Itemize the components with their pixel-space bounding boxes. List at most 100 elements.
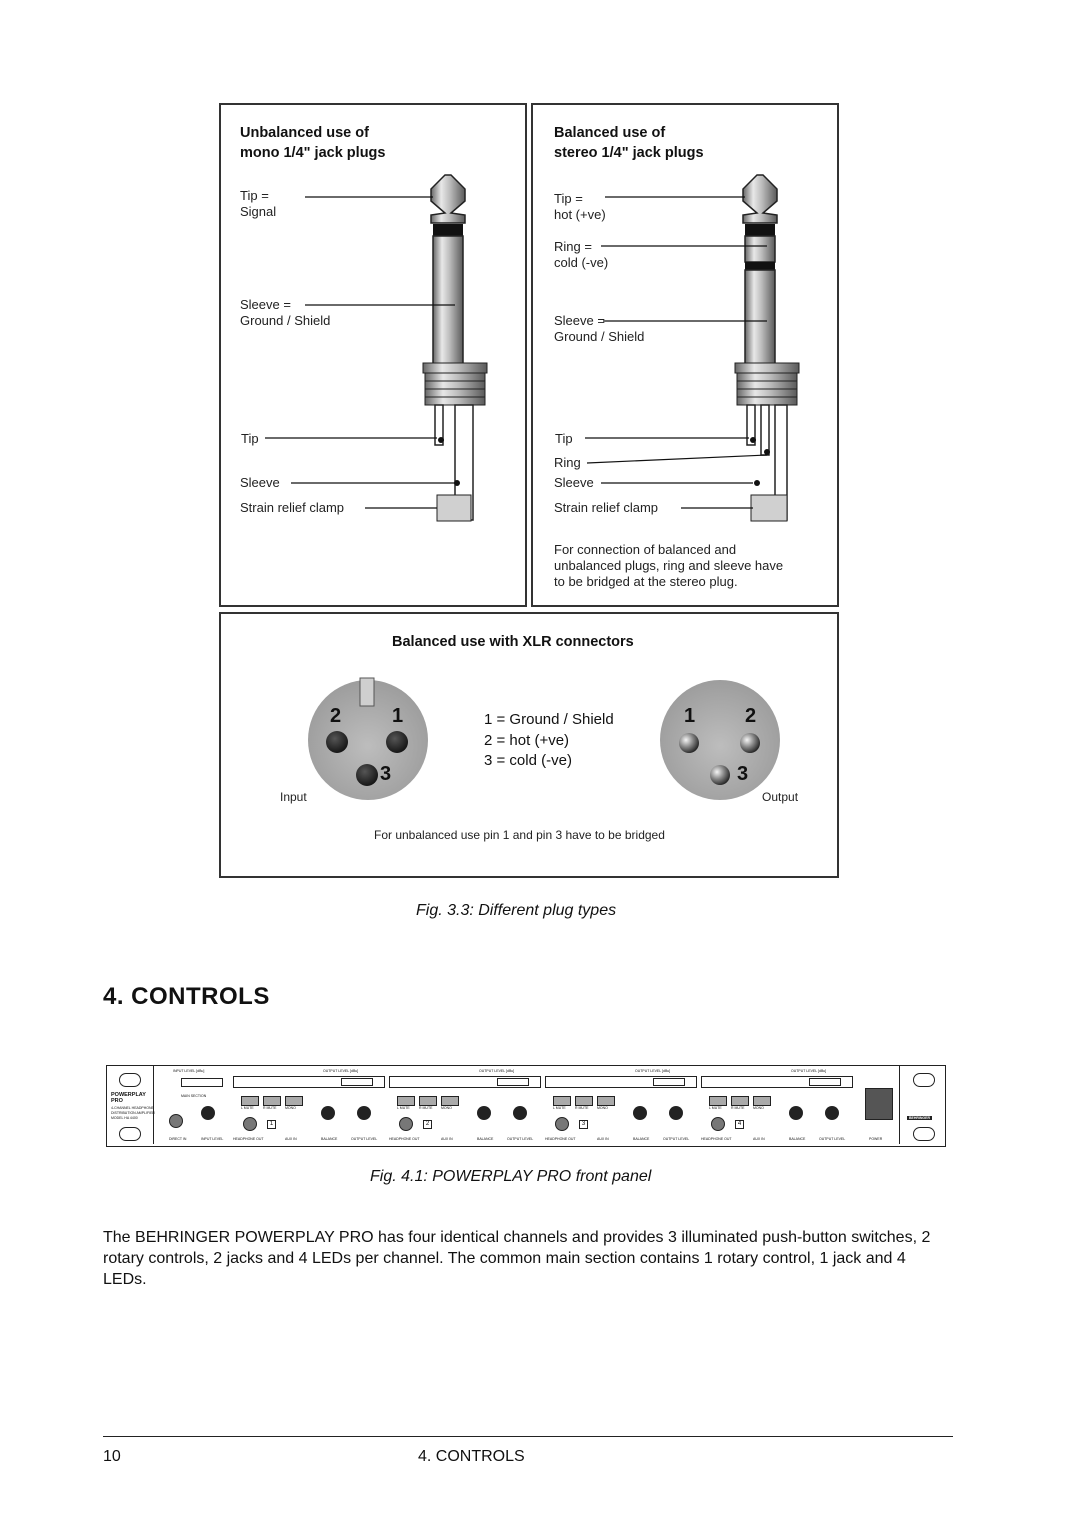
channel-bottom-label: OUTPUT LEVEL bbox=[663, 1137, 690, 1141]
footer-rule bbox=[103, 1436, 953, 1437]
output-level-label: OUTPUT LEVEL [dBu] bbox=[323, 1069, 359, 1073]
xlr-output-connector bbox=[660, 680, 780, 800]
channel-bottom-label: BALANCE bbox=[477, 1137, 494, 1141]
mono-tip-label: Tip = Signal bbox=[240, 188, 277, 219]
output-level-knob[interactable] bbox=[825, 1106, 839, 1120]
channel-push-button[interactable] bbox=[397, 1096, 415, 1106]
channel-bottom-label: OUTPUT LEVEL bbox=[819, 1137, 846, 1141]
channel-button-label: MONO bbox=[441, 1106, 452, 1110]
output-level-knob[interactable] bbox=[513, 1106, 527, 1120]
model-name: 4-CHANNEL HEADPHONE DISTRIBUTION AMPLIFI… bbox=[111, 1106, 155, 1120]
channel-bottom-label: OUTPUT LEVEL bbox=[507, 1137, 534, 1141]
channel-button-label: L MUTE bbox=[709, 1106, 722, 1110]
direct-in-jack[interactable] bbox=[169, 1114, 183, 1128]
main-input-level-label: INPUT LEVEL bbox=[201, 1137, 224, 1141]
rack-hole-icon bbox=[913, 1127, 935, 1141]
power-label: POWER bbox=[869, 1137, 883, 1141]
channel-push-button[interactable] bbox=[241, 1096, 259, 1106]
channel-push-button[interactable] bbox=[753, 1096, 771, 1106]
stereo-ring-wire-label: Ring bbox=[554, 455, 581, 470]
headphone-out-jack[interactable] bbox=[243, 1117, 257, 1131]
xlr-input-connector bbox=[308, 677, 428, 800]
stereo-jack-plug-drawing bbox=[585, 174, 800, 522]
channel-push-button[interactable] bbox=[731, 1096, 749, 1106]
mono-tip-wire-label: Tip bbox=[241, 431, 259, 446]
channel-number: 2 bbox=[423, 1120, 432, 1129]
input-level-label: INPUT LEVEL [dBu] bbox=[173, 1069, 205, 1073]
xlr-panel-title: Balanced use with XLR connectors bbox=[392, 634, 634, 650]
stereo-sleeve-wire-label: Sleeve bbox=[554, 475, 594, 490]
channel-number: 3 bbox=[579, 1120, 588, 1129]
channel-button-label: R MUTE bbox=[263, 1106, 277, 1110]
xlr-output-pin-1: 1 bbox=[684, 705, 696, 727]
channel-bottom-label: BALANCE bbox=[321, 1137, 338, 1141]
channel-button-label: MONO bbox=[285, 1106, 296, 1110]
channel-button-label: MONO bbox=[753, 1106, 764, 1110]
channel-bottom-label: AUX IN bbox=[441, 1137, 453, 1141]
channel-strip-top bbox=[233, 1076, 385, 1088]
channel-bottom-label: OUTPUT LEVEL bbox=[351, 1137, 378, 1141]
main-section-label: MAIN SECTION bbox=[181, 1094, 207, 1098]
intro-paragraph: The BEHRINGER POWERPLAY PRO has four ide… bbox=[103, 1229, 931, 1288]
balance-knob[interactable] bbox=[789, 1106, 803, 1120]
headphone-out-jack[interactable] bbox=[555, 1117, 569, 1131]
output-leds bbox=[809, 1078, 841, 1086]
figure-caption-plug-types: Fig. 3.3: Different plug types bbox=[416, 902, 617, 919]
channel-button-label: R MUTE bbox=[575, 1106, 589, 1110]
channel-push-button[interactable] bbox=[709, 1096, 727, 1106]
section-heading: 4. CONTROLS bbox=[103, 983, 270, 1010]
channel-push-button[interactable] bbox=[597, 1096, 615, 1106]
xlr-legend-3: 3 = cold (-ve) bbox=[484, 752, 572, 769]
power-switch[interactable] bbox=[865, 1088, 893, 1120]
output-level-label: OUTPUT LEVEL [dBu] bbox=[479, 1069, 515, 1073]
xlr-output-pin-3: 3 bbox=[737, 763, 749, 785]
channel-number: 4 bbox=[735, 1120, 744, 1129]
xlr-input-label: Input bbox=[280, 790, 307, 804]
channel-bottom-label: AUX IN bbox=[597, 1137, 609, 1141]
mono-sleeve-wire-label: Sleeve bbox=[240, 475, 280, 490]
direct-in-label: DIRECT IN bbox=[169, 1137, 187, 1141]
channel-button-label: L MUTE bbox=[553, 1106, 566, 1110]
headphone-out-jack[interactable] bbox=[711, 1117, 725, 1131]
output-level-knob[interactable] bbox=[669, 1106, 683, 1120]
stereo-panel-title: Balanced use of stereo 1/4" jack plugs bbox=[554, 125, 704, 161]
channel-push-button[interactable] bbox=[285, 1096, 303, 1106]
stereo-sleeve-label: Sleeve = Ground / Shield bbox=[554, 313, 645, 344]
stereo-ring-label: Ring = cold (-ve) bbox=[554, 239, 609, 270]
stereo-jack-panel bbox=[531, 103, 839, 607]
main-input-leds bbox=[181, 1078, 223, 1087]
behringer-logo: BEHRINGER bbox=[907, 1116, 933, 1120]
rack-hole-icon bbox=[119, 1073, 141, 1087]
channel-bottom-label: AUX IN bbox=[753, 1137, 765, 1141]
channel-button-label: L MUTE bbox=[241, 1106, 254, 1110]
balance-knob[interactable] bbox=[321, 1106, 335, 1120]
xlr-input-pin-3: 3 bbox=[380, 763, 392, 785]
channel-push-button[interactable] bbox=[575, 1096, 593, 1106]
channel-push-button[interactable] bbox=[441, 1096, 459, 1106]
balance-knob[interactable] bbox=[633, 1106, 647, 1120]
xlr-output-label: Output bbox=[762, 790, 799, 804]
headphone-out-jack[interactable] bbox=[399, 1117, 413, 1131]
channel-strip-top bbox=[701, 1076, 853, 1088]
mono-panel-title: Unbalanced use of mono 1/4" jack plugs bbox=[240, 125, 386, 161]
rack-hole-icon bbox=[119, 1127, 141, 1141]
xlr-output-pin-2: 2 bbox=[745, 705, 757, 727]
output-level-label: OUTPUT LEVEL [dBu] bbox=[635, 1069, 671, 1073]
channel-push-button[interactable] bbox=[419, 1096, 437, 1106]
channel-push-button[interactable] bbox=[263, 1096, 281, 1106]
output-leds bbox=[497, 1078, 529, 1086]
balance-knob[interactable] bbox=[477, 1106, 491, 1120]
footer-section: 4. CONTROLS bbox=[418, 1448, 525, 1465]
main-input-level-knob[interactable] bbox=[201, 1106, 215, 1120]
channel-strip-top bbox=[545, 1076, 697, 1088]
rack-hole-icon bbox=[913, 1073, 935, 1087]
channel-bottom-label: BALANCE bbox=[789, 1137, 806, 1141]
rack-ear-right bbox=[899, 1066, 946, 1144]
stereo-tip-wire-label: Tip bbox=[555, 431, 573, 446]
mono-sleeve-label: Sleeve = Ground / Shield bbox=[240, 297, 331, 328]
output-level-knob[interactable] bbox=[357, 1106, 371, 1120]
channel-button-label: L MUTE bbox=[397, 1106, 410, 1110]
channel-bottom-label: HEADPHONE OUT bbox=[233, 1137, 264, 1141]
stereo-strain-label: Strain relief clamp bbox=[554, 500, 659, 515]
channel-push-button[interactable] bbox=[553, 1096, 571, 1106]
